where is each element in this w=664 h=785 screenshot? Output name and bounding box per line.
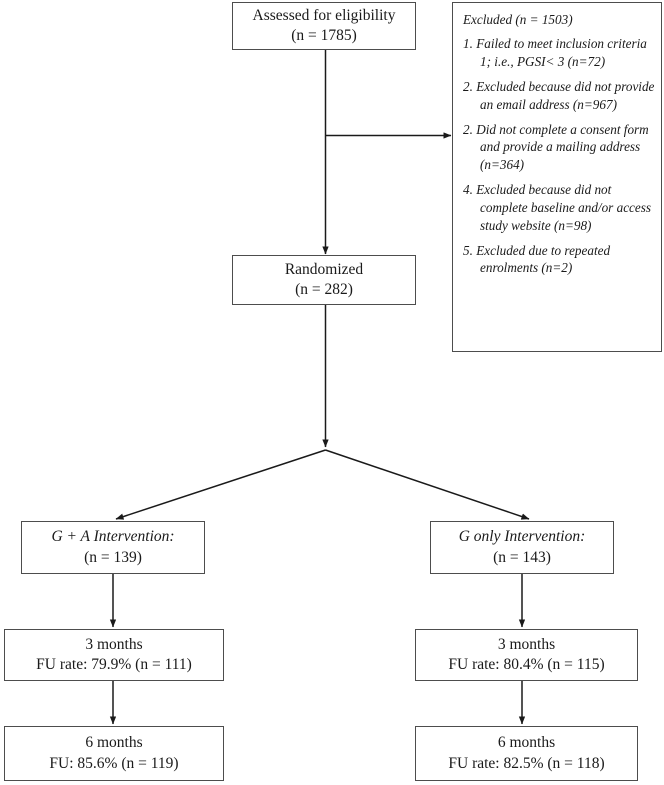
left-6m-line-1: 6 months — [85, 734, 143, 752]
excluded-item-3: 2. Did not complete a consent form and p… — [463, 121, 649, 173]
left-3m-line-2: FU rate: 79.9% (n = 111) — [36, 656, 192, 673]
assessed-line-2: (n = 1785) — [291, 27, 357, 44]
assessed-line-1: Assessed for eligibility — [252, 6, 396, 24]
edge-fork-to-g-intervention — [325, 449, 530, 520]
node-left-3-months: 3 months FU rate: 79.9% (n = 111) — [4, 629, 224, 681]
ga-intervention-line-2: (n = 139) — [84, 548, 142, 566]
left-6m-line-2: FU: 85.6% (n = 119) — [49, 754, 179, 772]
node-ga-intervention: G + A Intervention: (n = 139) — [21, 521, 205, 574]
node-left-6-months: 6 months FU: 85.6% (n = 119) — [4, 726, 224, 781]
right-6m-line-1: 6 months — [497, 734, 556, 752]
right-3m-line-1: 3 months — [497, 635, 556, 653]
g-intervention-line-1: G only Intervention: — [458, 528, 586, 546]
right-3m-line-2: FU rate: 80.4% (n = 115) — [448, 656, 605, 673]
right-6m-line-2: FU rate: 82.5% (n = 118) — [448, 754, 605, 772]
node-randomized: Randomized (n = 282) — [232, 255, 416, 305]
excluded-item-5: 5. Excluded due to repeated enrolments (… — [463, 242, 611, 276]
g-intervention-line-2: (n = 143) — [493, 548, 551, 566]
excluded-item-4: 4. Excluded because did not complete bas… — [463, 182, 652, 233]
excluded-item-1: 1. Failed to meet inclusion criteria 1; … — [463, 36, 647, 70]
node-right-3-months: 3 months FU rate: 80.4% (n = 115) — [415, 629, 638, 681]
randomized-line-1: Randomized — [284, 260, 364, 278]
left-3m-line-1: 3 months — [85, 635, 143, 653]
ga-intervention-line-1: G + A Intervention: — [51, 528, 175, 546]
node-assessed-for-eligibility: Assessed for eligibility (n = 1785) — [232, 2, 416, 50]
randomized-line-2: (n = 282) — [295, 281, 353, 298]
node-right-6-months: 6 months FU rate: 82.5% (n = 118) — [415, 726, 638, 781]
excluded-title: Excluded (n = 1503) — [463, 12, 573, 27]
excluded-item-2: 2. Excluded because did not provide an e… — [463, 79, 655, 112]
node-excluded: Excluded (n = 1503) 1. Failed to meet in… — [452, 2, 662, 352]
node-g-intervention: G only Intervention: (n = 143) — [430, 521, 614, 574]
edge-fork-to-ga-intervention — [115, 449, 326, 520]
